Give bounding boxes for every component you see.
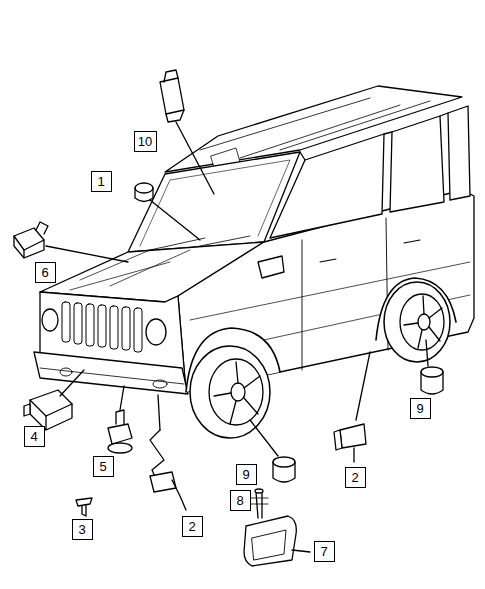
callout-box: 9 bbox=[236, 464, 257, 485]
callout-number: 10 bbox=[138, 135, 152, 148]
callout-box: 2 bbox=[182, 516, 203, 537]
callout-number: 3 bbox=[78, 523, 85, 536]
callout-box: 9 bbox=[410, 398, 431, 419]
callout-box: 1 bbox=[91, 171, 112, 192]
callout-box: 2 bbox=[345, 467, 366, 488]
callout-box: 4 bbox=[24, 426, 45, 447]
callout-box: 10 bbox=[134, 131, 157, 152]
callout-box: 3 bbox=[72, 519, 93, 540]
callout-box: 8 bbox=[230, 490, 251, 511]
callout-number: 8 bbox=[236, 494, 243, 507]
callout-box: 6 bbox=[35, 262, 56, 283]
callout-number: 4 bbox=[30, 430, 37, 443]
callout-number: 6 bbox=[41, 266, 48, 279]
callout-box: 5 bbox=[93, 456, 114, 477]
callout-number: 1 bbox=[97, 175, 104, 188]
callout-number: 5 bbox=[99, 460, 106, 473]
callout-number: 2 bbox=[351, 471, 358, 484]
callout-number: 9 bbox=[416, 402, 423, 415]
callout-number: 2 bbox=[188, 520, 195, 533]
callout-number: 7 bbox=[320, 545, 327, 558]
callout-number: 9 bbox=[242, 468, 249, 481]
callout-box: 7 bbox=[314, 541, 335, 562]
